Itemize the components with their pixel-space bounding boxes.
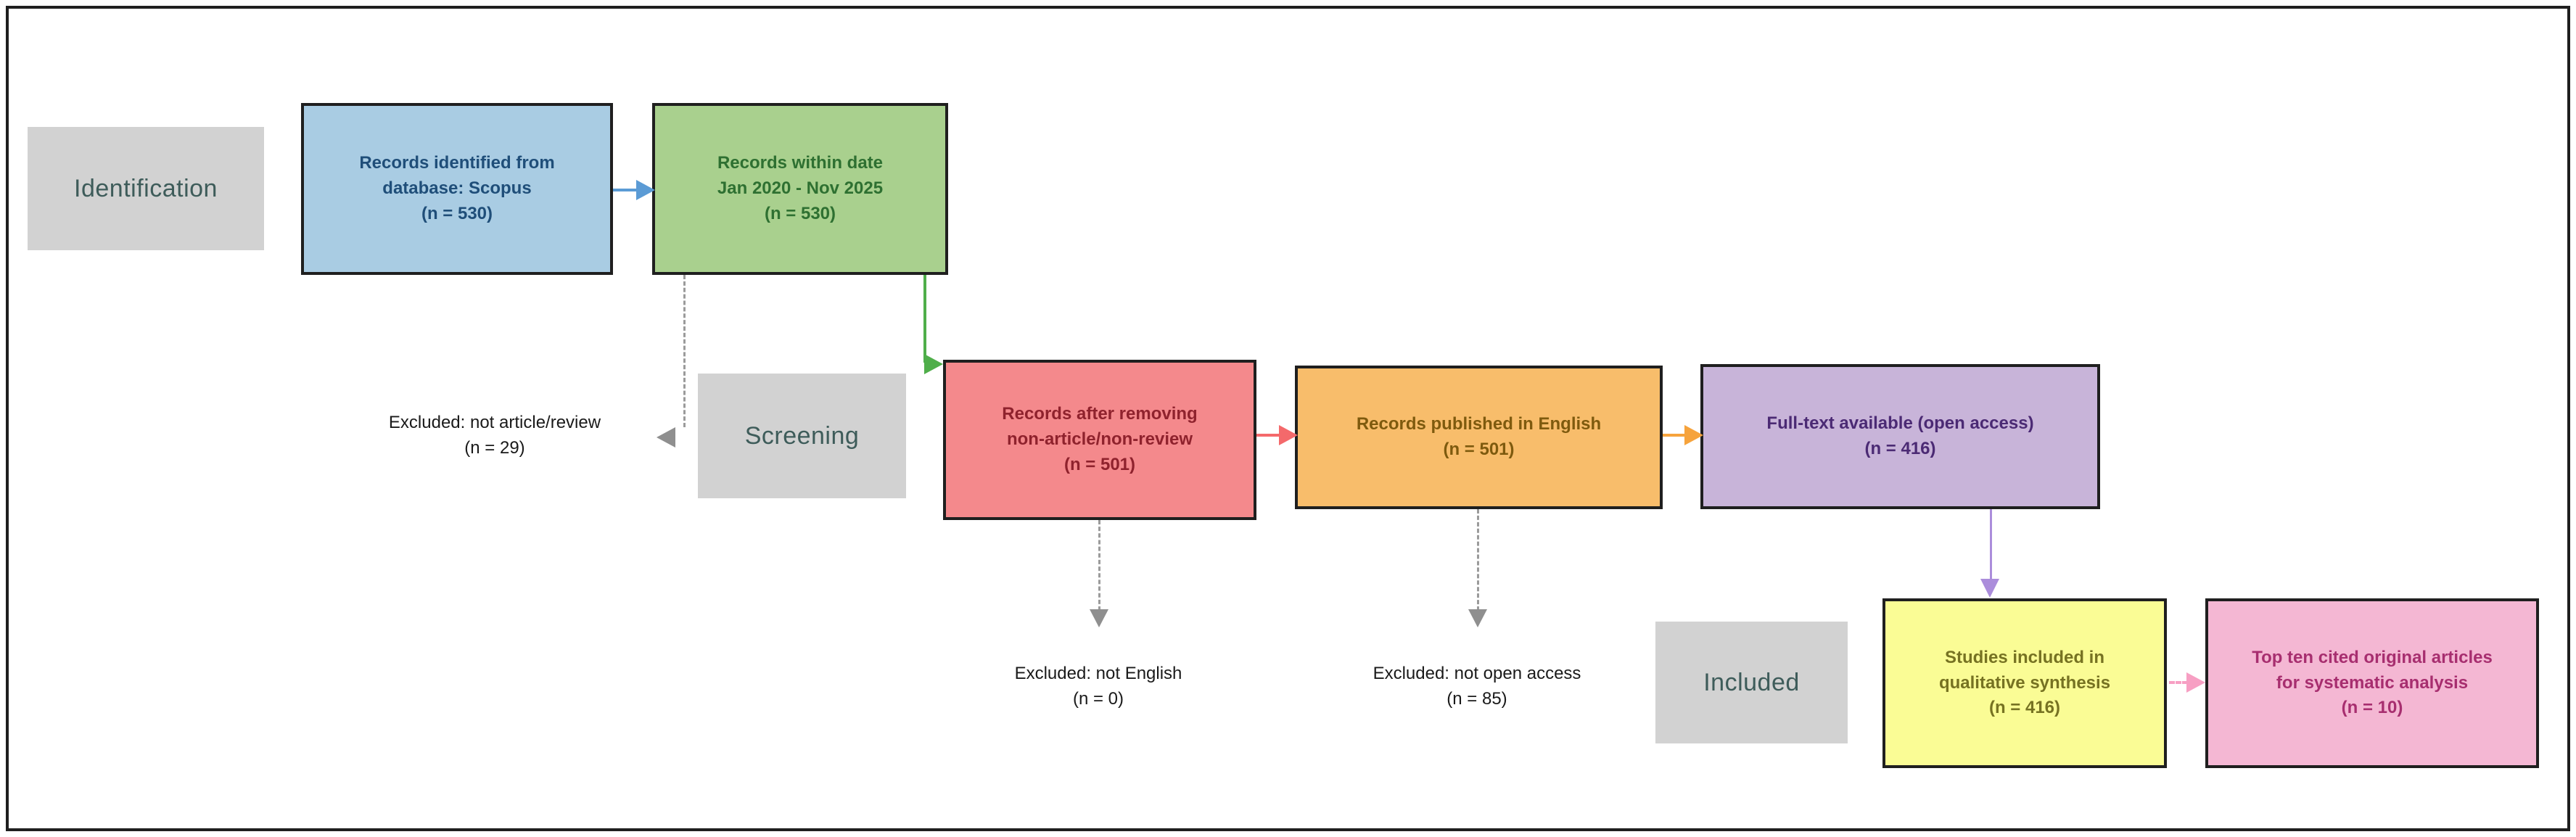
node-studies-included: Studies included in qualitative synthesi… xyxy=(1882,598,2167,768)
diagram-frame: Identification Screening Included Record… xyxy=(6,6,2570,831)
arrow-date-to-screening-head-icon xyxy=(924,354,943,374)
arrow-english-to-fulltext-line xyxy=(1663,434,1686,437)
dashed-arrow-excluded-openaccess-line xyxy=(1477,509,1479,611)
node-full-text-available: Full-text available (open access) (n = 4… xyxy=(1700,364,2100,509)
dashed-arrow-excluded-english-line xyxy=(1098,520,1100,611)
node-top-ten-cited: Top ten cited original articles for syst… xyxy=(2205,598,2539,768)
dashed-arrow-excluded-article-head-icon xyxy=(657,427,675,448)
arrow-included-to-topten-line xyxy=(2169,681,2188,684)
arrow-fulltext-to-included-head-icon xyxy=(1980,579,1999,598)
node-records-english: Records published in English (n = 501) xyxy=(1295,366,1663,509)
dashed-arrow-excluded-english-head-icon xyxy=(1090,609,1108,627)
exclusion-note-not-english: Excluded: not English (n = 0) xyxy=(1014,664,1182,709)
exclusion-note-not-article-review: Excluded: not article/review (n = 29) xyxy=(388,413,601,458)
stage-label-included: Included xyxy=(1655,622,1848,743)
arrow-removing-to-english-head-icon xyxy=(1279,425,1298,445)
arrow-identified-to-date-head-icon xyxy=(636,180,655,200)
arrow-identified-to-date-line xyxy=(613,189,638,191)
dashed-arrow-excluded-openaccess-head-icon xyxy=(1468,609,1487,627)
arrow-removing-to-english-line xyxy=(1256,434,1280,437)
node-records-identified: Records identified from database: Scopus… xyxy=(301,103,613,275)
node-records-within-date: Records within date Jan 2020 - Nov 2025 … xyxy=(652,103,948,275)
arrow-fulltext-to-included-line xyxy=(1990,509,1992,580)
node-records-after-removing: Records after removing non-article/non-r… xyxy=(943,360,1256,520)
stage-label-identification: Identification xyxy=(28,127,264,250)
arrow-date-to-screening-line xyxy=(923,275,926,363)
dashed-arrow-excluded-article-line xyxy=(683,275,686,427)
stage-label-screening: Screening xyxy=(698,374,906,498)
arrow-included-to-topten-head-icon xyxy=(2186,672,2205,693)
exclusion-note-not-open-access: Excluded: not open access (n = 85) xyxy=(1373,664,1581,709)
arrow-english-to-fulltext-head-icon xyxy=(1684,425,1703,445)
